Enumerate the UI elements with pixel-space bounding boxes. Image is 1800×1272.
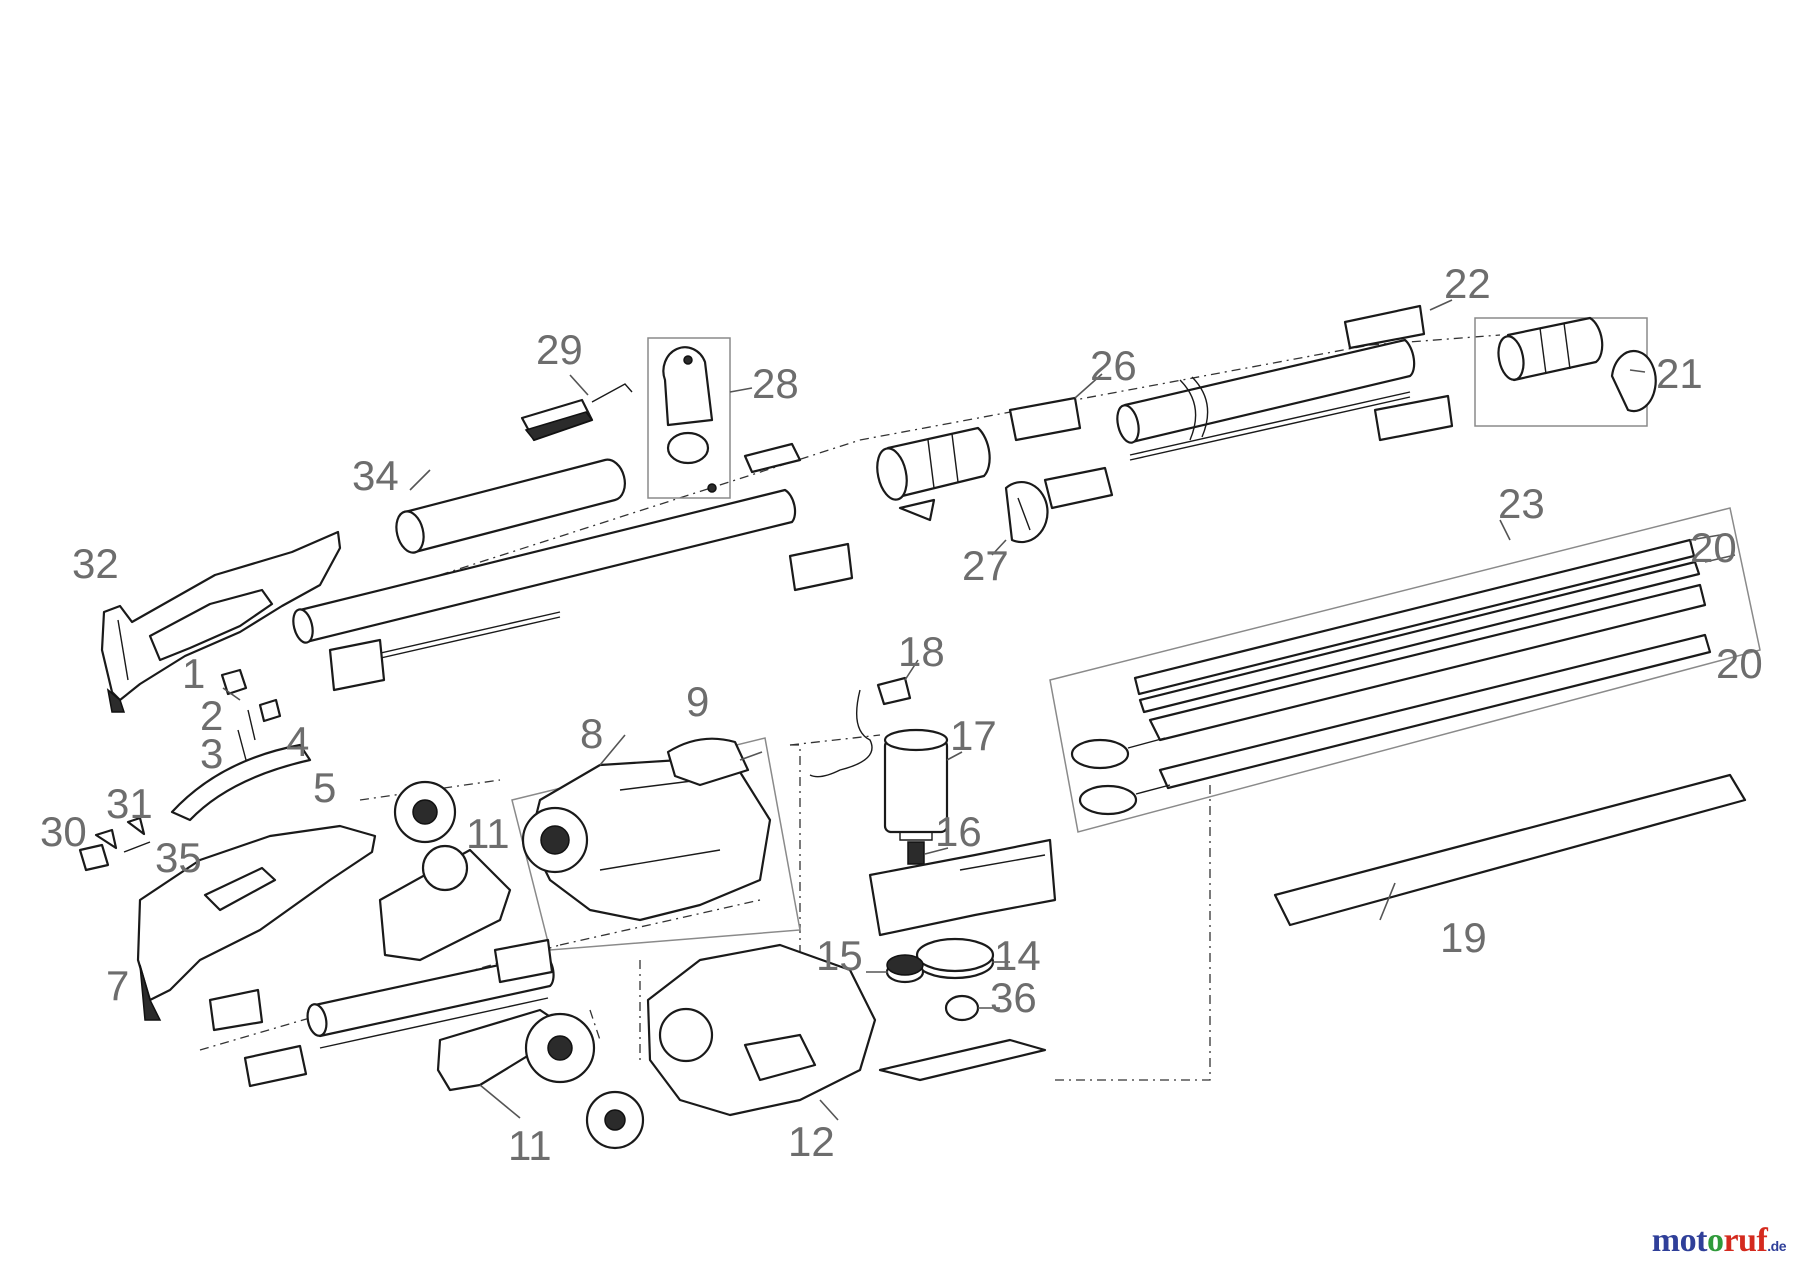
- callout-26: 26: [1090, 342, 1137, 389]
- cutter-blade-upper: [1070, 583, 1707, 770]
- callout-19: 19: [1440, 914, 1487, 961]
- end-collar-part-21: [1497, 316, 1657, 413]
- blade-guard-part-19: [1273, 773, 1747, 927]
- group-box-28: [647, 337, 731, 499]
- callout-22: 22: [1444, 260, 1491, 307]
- gear-plate-part-11-lower: [436, 1008, 645, 1150]
- callout-9: 9: [686, 678, 709, 725]
- callout-31: 31: [106, 780, 153, 827]
- rear-shaft-tube: [1116, 338, 1416, 461]
- connector-part-22: [1343, 304, 1454, 442]
- callout-2: 2: [200, 692, 223, 739]
- motoruf-watermark: motoruf.de: [1651, 1222, 1787, 1260]
- callout-23: 23: [1498, 480, 1545, 527]
- callout-28: 28: [752, 360, 799, 407]
- part-30: [78, 843, 110, 872]
- gear-part-15: [885, 954, 925, 984]
- gear-plate-part-11-upper: [378, 780, 512, 962]
- part-3: [237, 729, 247, 761]
- cutter-blade-lower: [1078, 633, 1712, 816]
- left-housing-part-7: [136, 824, 377, 1021]
- callout-35: 35: [155, 834, 202, 881]
- callout-21: 21: [1656, 350, 1703, 397]
- connector-part-26: [1008, 396, 1114, 510]
- callout-20-lower: 20: [1716, 640, 1763, 687]
- cam-part-36: [944, 994, 980, 1022]
- watermark-part-3: ruf: [1723, 1222, 1768, 1259]
- callout-7: 7: [106, 962, 129, 1009]
- callout-18: 18: [898, 628, 945, 675]
- trigger-part-5: [170, 743, 312, 822]
- callout-labels: 1 2 3 4 5 7 8 9 11 11 12 14 15 16 17 18 …: [40, 260, 1763, 1169]
- shaft-collar: [876, 426, 991, 522]
- rear-handle-part-32: [100, 530, 342, 713]
- callout-3: 3: [200, 730, 223, 777]
- blade-bar-part-23: [1133, 538, 1701, 714]
- clip-part-29: [520, 383, 633, 442]
- part-31: [126, 816, 146, 836]
- callout-12: 12: [788, 1118, 835, 1165]
- part-2: [247, 709, 256, 741]
- watermark-part-1: mot: [1651, 1222, 1708, 1259]
- pinion-part-16: [907, 841, 925, 865]
- callout-27: 27: [962, 542, 1009, 589]
- lower-shaft: [208, 938, 555, 1088]
- callout-4: 4: [286, 718, 309, 765]
- clamp-part-28: [662, 346, 717, 493]
- callout-36: 36: [990, 974, 1037, 1021]
- callout-32: 32: [72, 540, 119, 587]
- watermark-part-2: o: [1706, 1222, 1724, 1259]
- wire-harness-part-18: [809, 676, 912, 778]
- assembly-guide-lines: [199, 334, 1501, 1081]
- part-1: [220, 668, 248, 696]
- callout-14: 14: [994, 932, 1041, 979]
- lower-housing-part-12: [646, 943, 877, 1117]
- trigger-parts: [78, 668, 312, 872]
- gearbox-housing: [868, 838, 1057, 937]
- front-shaft-tube: [292, 488, 797, 666]
- watermark-suffix: .de: [1767, 1238, 1786, 1254]
- coupler-block-a: [328, 442, 854, 692]
- callout-11-lower: 11: [508, 1122, 552, 1169]
- callout-5: 5: [313, 764, 336, 811]
- lock-lever-part-27: [1004, 481, 1049, 544]
- main-housing-part-8: [521, 758, 772, 922]
- callout-17: 17: [950, 712, 997, 759]
- callout-1: 1: [182, 650, 205, 697]
- callout-15: 15: [816, 932, 863, 979]
- cover-part-9: [666, 737, 750, 787]
- gear-part-14: [915, 937, 995, 980]
- motor-part-17: [883, 728, 949, 841]
- callout-34: 34: [352, 452, 399, 499]
- callout-29: 29: [536, 326, 583, 373]
- group-box-23: [1049, 507, 1761, 833]
- grip-tube-part-34: [395, 458, 626, 554]
- callout-20-upper: 20: [1690, 524, 1737, 571]
- part-35: [123, 841, 151, 853]
- callout-16: 16: [935, 808, 982, 855]
- leader-lines: [222, 299, 1736, 1121]
- blade-bracket: [878, 1038, 1047, 1082]
- callout-30: 30: [40, 808, 87, 855]
- callout-8: 8: [580, 710, 603, 757]
- part-4: [258, 698, 282, 723]
- callout-11-upper: 11: [466, 810, 510, 857]
